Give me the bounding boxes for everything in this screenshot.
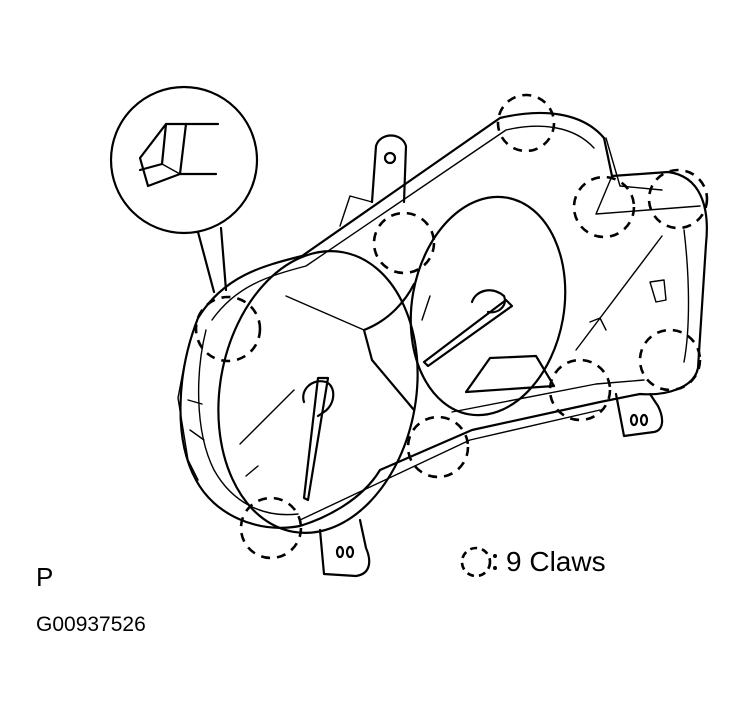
- figure-code: G00937526: [36, 613, 146, 636]
- claw-marker-5: [647, 168, 709, 230]
- claw-marker-4: [572, 175, 636, 239]
- claw-markers: [194, 93, 709, 560]
- meter-housing: [177, 111, 708, 529]
- right-side-indicator: [575, 235, 667, 351]
- mounting-tab-bottom: [318, 518, 371, 578]
- claw-marker-9: [239, 496, 303, 560]
- dashed-circle-icon: [460, 546, 497, 578]
- claw-marker-6: [638, 328, 702, 392]
- detail-callout: [109, 85, 259, 294]
- center-panel: [285, 282, 416, 412]
- mounting-tab-right: [614, 392, 664, 438]
- claw-legend: 9 Claws: [458, 542, 606, 582]
- claw-detail-icon: [138, 122, 220, 188]
- claw-marker-3: [194, 295, 262, 363]
- claw-marker-1: [496, 93, 556, 153]
- claw-marker-2: [372, 211, 436, 275]
- mounting-tab-top: [339, 134, 408, 227]
- right-gauge: [409, 195, 567, 417]
- legend-label: 9 Claws: [506, 546, 606, 577]
- claw-marker-8: [406, 415, 470, 479]
- view-letter: P: [36, 562, 54, 592]
- claw-marker-7: [548, 358, 612, 422]
